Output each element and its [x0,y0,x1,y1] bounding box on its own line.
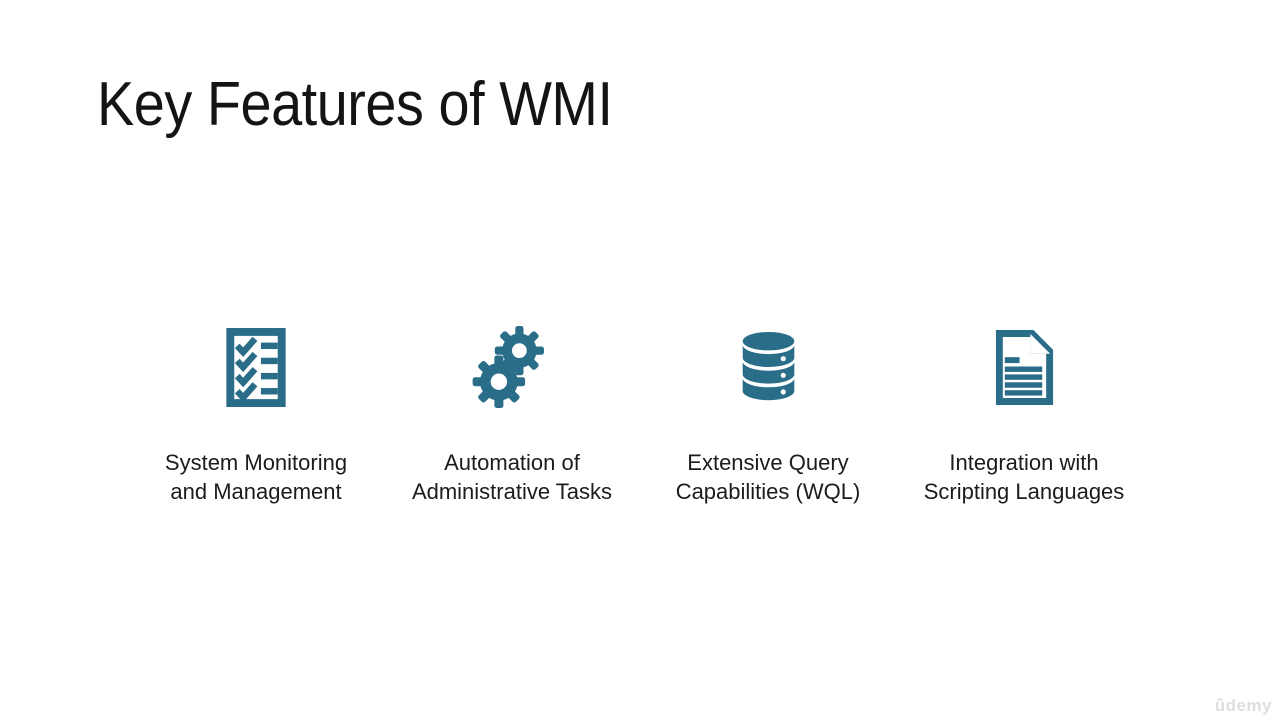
udemy-watermark: ûdemy [1214,696,1272,715]
feature-label-line2: Administrative Tasks [411,478,613,504]
document-icon [991,324,1058,410]
feature-label: Extensive Query Capabilities (WQL) [676,449,861,506]
database-icon [739,324,798,410]
page-title: Key Features of WMI [97,70,613,139]
feature-system-monitoring: System Monitoring and Management [128,324,384,506]
feature-label-line1: Integration with [949,450,1099,475]
feature-label: Integration with Scripting Languages [924,449,1125,506]
feature-label-line1: Extensive Query [687,450,849,475]
feature-label-line2: and Management [170,478,342,504]
gears-icon [471,324,553,410]
feature-label-line1: System Monitoring [164,450,348,475]
feature-label: Automation of Administrative Tasks [412,449,612,506]
feature-query: Extensive Query Capabilities (WQL) [640,324,896,506]
checklist-icon [224,324,288,410]
feature-automation: Automation of Administrative Tasks [384,324,640,506]
feature-scripting: Integration with Scripting Languages [896,324,1152,506]
feature-label: System Monitoring and Management [165,449,347,506]
feature-label-line2: Scripting Languages [923,478,1125,504]
features-row: System Monitoring and Management [128,324,1152,506]
feature-label-line2: Capabilities (WQL) [675,478,861,504]
feature-label-line1: Automation of [444,450,580,475]
